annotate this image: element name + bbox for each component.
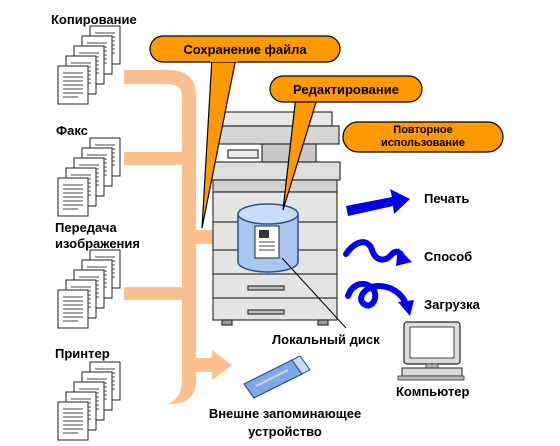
computer-icon [397, 321, 465, 381]
source-printer-label: Принтер [55, 346, 110, 361]
document-stack-icon [58, 26, 120, 104]
callout-edit-text: Редактирование [293, 82, 399, 97]
blue-arrow-icon [346, 189, 410, 216]
callout-save-file-text: Сохранение файла [183, 42, 307, 57]
loop-arrow-icon [345, 280, 414, 316]
usb-drive-icon [243, 355, 311, 399]
source-scan-label-line1: Передача [55, 220, 117, 235]
callout-save-file [149, 35, 341, 229]
source-copy-label: Копирование [51, 12, 137, 27]
output-print-label: Печать [424, 191, 470, 206]
computer-label: Компьютер [396, 384, 470, 399]
callout-reuse [342, 121, 504, 153]
source-fax-label: Факс [56, 123, 88, 138]
callout-reuse-text-line2: использование [381, 137, 465, 149]
external-storage-label-line2: устройство [248, 424, 322, 439]
source-scan-label-line2: изображения [55, 236, 140, 251]
squiggle-arrow-icon [343, 239, 412, 266]
hard-disk-icon [237, 203, 299, 273]
output-method-label: Способ [424, 249, 473, 264]
output-download-label: Загрузка [424, 297, 480, 312]
document-stack-icon [58, 362, 120, 440]
local-disk-leader [281, 257, 347, 329]
local-disk-label: Локальный диск [272, 332, 380, 347]
callout-reuse-text-line1: Повторное [393, 124, 453, 136]
callout-edit [269, 75, 423, 211]
document-stack-icon [58, 250, 120, 328]
document-stack-icon [58, 138, 120, 216]
external-storage-label-line1: Внешне запоминающее [208, 406, 362, 421]
